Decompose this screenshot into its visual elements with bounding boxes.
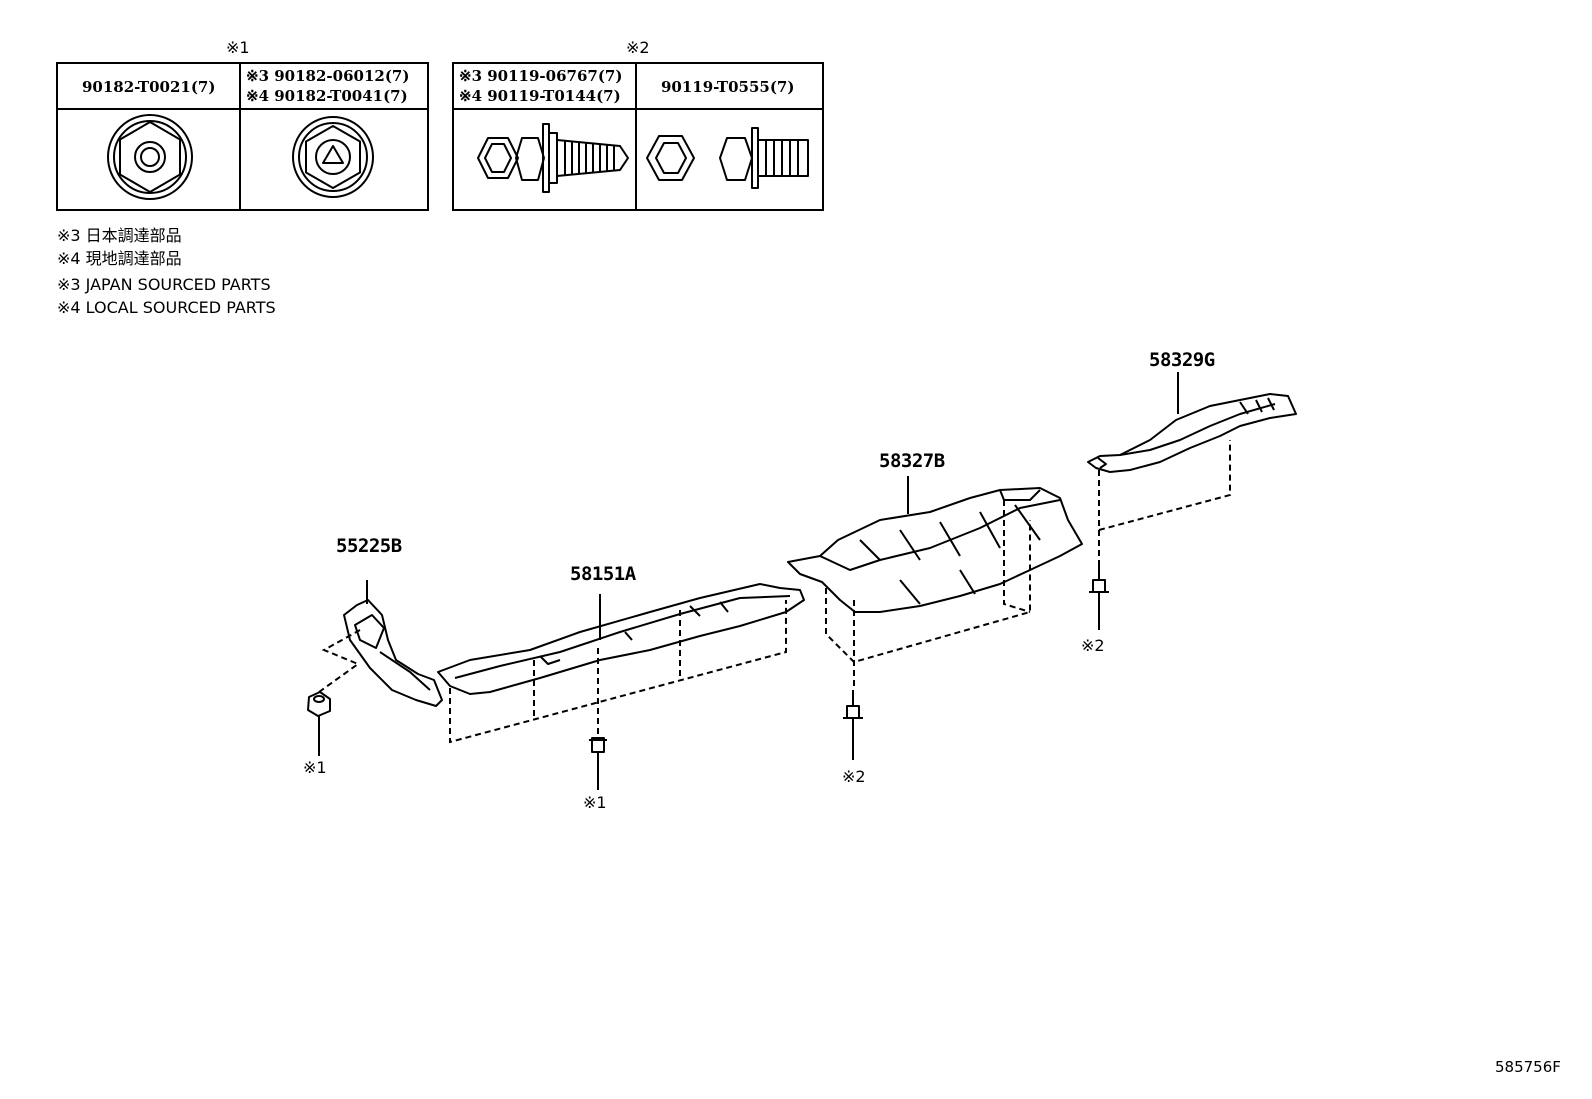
part-label-55225B: 55225B <box>336 535 402 557</box>
figure-id: 585756F <box>1495 1058 1561 1076</box>
part-number-label: 90182-T0021(7) <box>82 78 216 96</box>
fastener-ref-nut: ※1 <box>303 758 327 777</box>
fastener-ref-bolt: ※2 <box>842 767 866 786</box>
part-number-label: 90119-T0555(7) <box>661 78 795 96</box>
flange-nut-icon <box>107 114 193 200</box>
table-2-divider-h <box>454 108 822 110</box>
part-label-58151A: 58151A <box>570 563 636 585</box>
table-2-group-mark: ※2 <box>626 38 650 57</box>
part-label-58327B: 58327B <box>879 450 945 472</box>
part-number-label: ※4 90119-T0144(7) <box>459 87 621 105</box>
stud-bolt-icon <box>1089 565 1109 630</box>
serrated-nut-icon <box>292 116 374 198</box>
table-1-divider-v <box>239 64 241 209</box>
fastener-table-2: ※3 90119-06767(7) ※4 90119-T0144(7) 9011… <box>452 62 824 211</box>
stud-bolt-icon <box>843 690 863 760</box>
note-local-jp: ※4 現地調達部品 <box>57 249 182 268</box>
heat-insulator-58329G-drawing <box>1087 372 1297 473</box>
note-japan-en: ※3 JAPAN SOURCED PARTS <box>57 275 271 294</box>
table-1-group-mark: ※1 <box>226 38 250 57</box>
note-japan-jp: ※3 日本調達部品 <box>57 226 182 245</box>
fastener-ref-bolt: ※2 <box>1081 636 1105 655</box>
part-number-label: ※3 90182-06012(7) <box>246 67 410 85</box>
fastener-ref-nut: ※1 <box>583 793 607 812</box>
washer-bolt-icon <box>477 123 629 193</box>
fastener-table-1: 90182-T0021(7) ※3 90182-06012(7) ※4 9018… <box>56 62 429 211</box>
part-number-label: ※3 90119-06767(7) <box>459 67 623 85</box>
part-label-58329G: 58329G <box>1149 349 1215 371</box>
stud-bolt-icon <box>589 737 607 790</box>
note-local-en: ※4 LOCAL SOURCED PARTS <box>57 298 276 317</box>
bracket-55225B-drawing <box>343 580 443 707</box>
table-2-divider-v <box>635 64 637 209</box>
table-1-divider-h <box>58 108 427 110</box>
flange-bolt-icon <box>646 127 809 189</box>
flange-nut-small-icon <box>307 691 331 756</box>
part-number-label: ※4 90182-T0041(7) <box>246 87 408 105</box>
heat-insulator-58151A-drawing <box>437 583 805 695</box>
heat-insulator-58327B-drawing <box>787 476 1083 613</box>
